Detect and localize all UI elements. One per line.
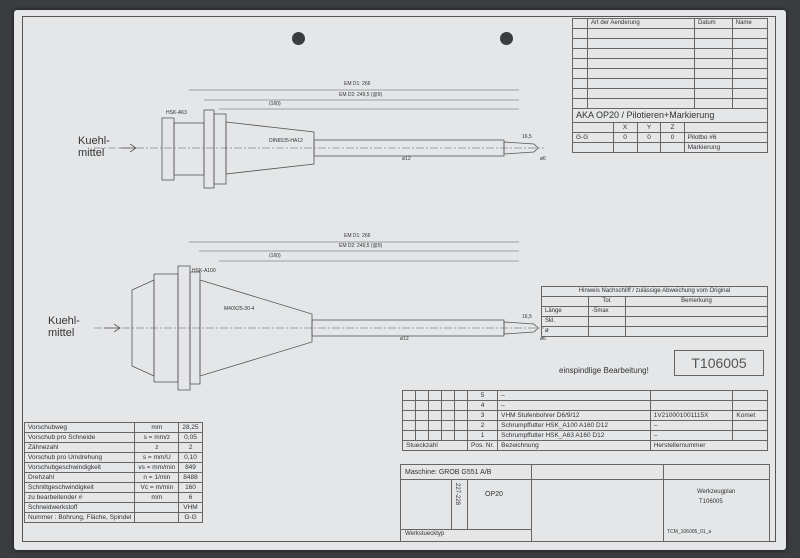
d12-top: ø12 — [402, 156, 411, 162]
hsk-label-bottom: HSK-A100 — [192, 268, 216, 274]
tolerance-table: Hinweis Nachschliff / zulässige Abweichu… — [541, 286, 768, 337]
dim-em-d1-bottom: EM D1: 266 — [344, 233, 371, 239]
tool-drawing — [94, 89, 544, 391]
part-number: 227-228 — [454, 483, 460, 506]
coolant-label-bottom: Kuehl-mittel — [48, 315, 80, 339]
d6-bottom: ø6 — [540, 336, 546, 342]
dim-160-top: (160) — [269, 101, 281, 107]
dim-160-bottom: (160) — [269, 253, 281, 259]
dim-em-d2-bottom: EM D2: 249,5 (@9) — [339, 243, 383, 249]
drawing-frame — [22, 16, 776, 542]
operation-label: OP20 — [485, 491, 503, 498]
plan-number: T106005 — [699, 499, 723, 505]
punch-hole-right — [500, 32, 513, 45]
din-label: DIN6535-HA12 — [269, 138, 303, 144]
revision-table: Art der Aenderung Datum Name — [572, 18, 769, 109]
plan-name: Werkzeugplan — [697, 489, 736, 495]
coolant-label-top: Kuehl-mittel — [78, 135, 110, 159]
dim-em-d2-top: EM D2: 249,5 (@9) — [339, 92, 383, 98]
d6-top: ø6 — [540, 156, 546, 162]
workpiece-type-label: Werkstuecktyp — [405, 531, 445, 537]
file-name: TCM_106005_01_a — [667, 529, 712, 535]
title-block: Maschine: GROB G551 A/B 227-228 OP20 Wer… — [400, 464, 770, 542]
d12-bottom: ø12 — [400, 336, 409, 342]
single-spindle-note: einspindlige Bearbeitung! — [559, 366, 649, 375]
hsk-label-top: HSK-A63 — [166, 110, 187, 116]
machine-label: Maschine: GROB G551 A/B — [405, 469, 492, 476]
tool-code-box: T106005 — [674, 350, 764, 376]
punch-hole-left — [292, 32, 305, 45]
dim-165-top: 16,5 — [522, 134, 532, 140]
thread-label: M40X25-30-4 — [224, 306, 255, 312]
dim-em-d1-top: EM D1: 266 — [344, 81, 371, 87]
drawing-sheet: Kuehl-mittel Kuehl-mittel EM D1: 266 EM … — [14, 10, 786, 550]
dim-165-bottom: 16,5 — [522, 314, 532, 320]
